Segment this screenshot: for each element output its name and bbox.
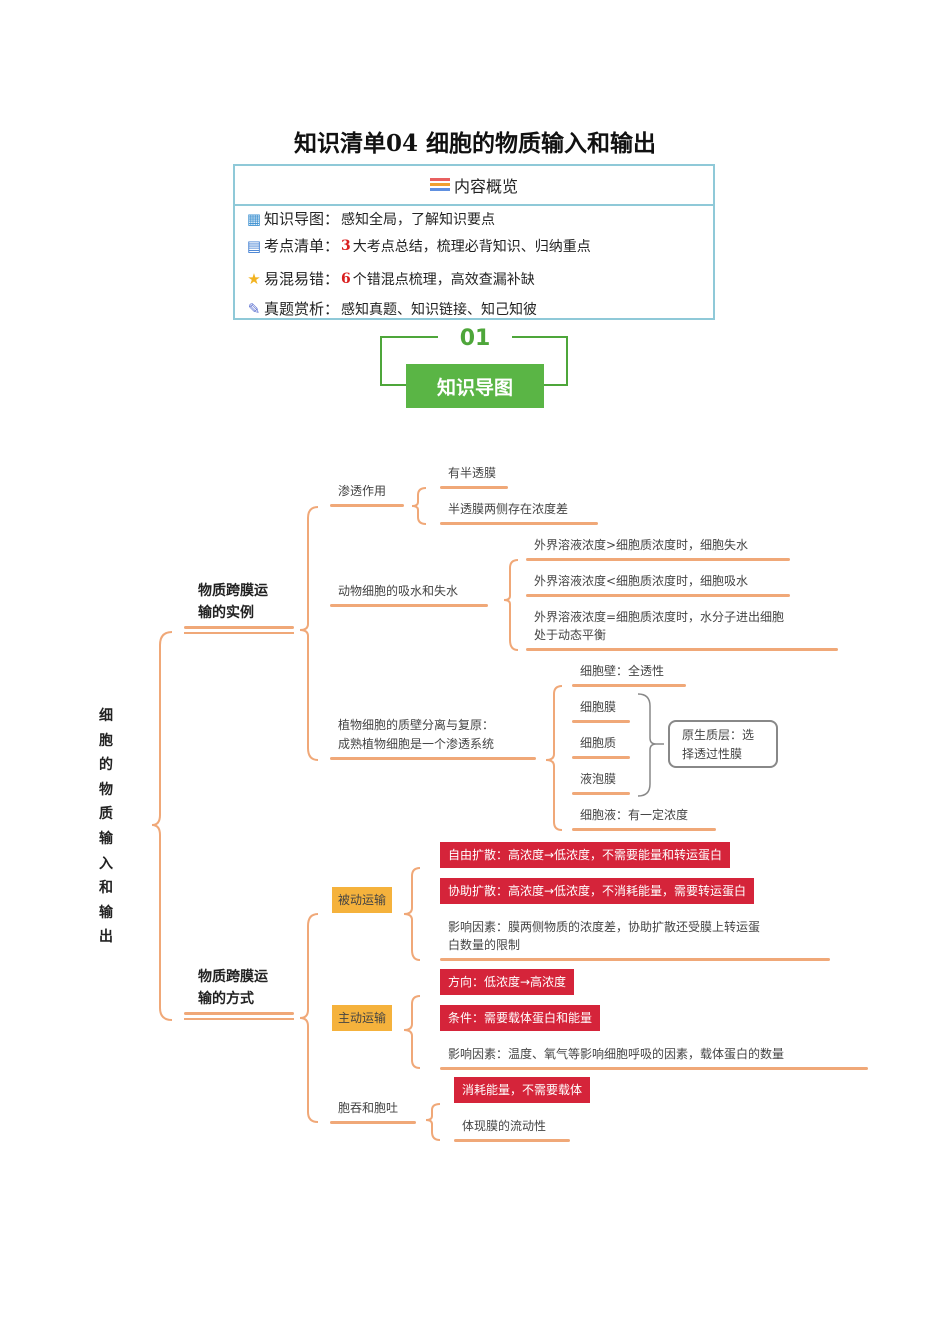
underline (184, 632, 294, 634)
branch1-bracket (299, 506, 319, 761)
mindmap-root: 细胞的物质输入和输出 (99, 708, 113, 946)
endo-label: 胞吞和胞吐 (338, 1101, 399, 1115)
section-number: 01 (459, 326, 491, 351)
active-item: 方向：低浓度→高浓度 (440, 969, 575, 995)
protoplast-bracket (637, 693, 657, 797)
map-icon: ▦ (246, 209, 262, 228)
overview-box: 内容概览 ▦ 知识导图： 感知全局，了解知识要点 ▤ 考点清单： 3 大考点总结… (233, 164, 715, 320)
osmosis-item: 有半透膜 (448, 466, 497, 480)
osmosis-label: 渗透作用 (338, 484, 387, 498)
section-label: 知识导图 (406, 364, 544, 408)
underline (184, 1018, 294, 1020)
endo-item: 消耗能量，不需要载体 (454, 1077, 591, 1103)
pencil-icon: ✎ (247, 299, 261, 318)
underline (440, 1067, 868, 1070)
plant-item: 细胞膜 (580, 700, 617, 714)
underline (572, 684, 686, 687)
underline (526, 558, 790, 561)
branch1-label-line2: 输的实例 (198, 605, 254, 621)
underline (440, 958, 830, 961)
branch1-label-line1: 物质跨膜运 (198, 583, 268, 599)
underline (572, 792, 630, 795)
passive-bracket (403, 867, 421, 961)
overview-label: 知识导图： (264, 210, 340, 228)
overview-heading: 内容概览 (453, 177, 518, 196)
plant-item: 细胞质 (580, 736, 617, 750)
overview-label: 考点清单： (264, 237, 340, 255)
plant-label-line2: 成熟植物细胞是一个渗透系统 (338, 737, 495, 751)
overview-count: 3 (341, 237, 351, 254)
underline (572, 828, 716, 831)
root-bracket (151, 631, 173, 1021)
overview-count: 6 (341, 270, 351, 287)
overview-desc: 感知全局，了解知识要点 (341, 211, 496, 228)
underline (526, 648, 838, 651)
overview-desc: 个错混点梳理，高效查漏补缺 (352, 271, 535, 288)
branch2-label-line2: 输的方式 (198, 991, 254, 1007)
underline (330, 504, 404, 507)
endo-bracket (425, 1103, 441, 1141)
passive-item: 自由扩散：高浓度→低浓度，不需要能量和转运蛋白 (440, 842, 731, 868)
underline (526, 594, 790, 597)
osmosis-item: 半透膜两侧存在浓度差 (448, 502, 569, 516)
plant-item: 液泡膜 (580, 772, 617, 786)
underline (184, 1012, 294, 1015)
page-title: 知识清单04 细胞的物质输入和输出 (293, 130, 656, 157)
overview-desc: 大考点总结，梳理必背知识、归纳重点 (352, 238, 591, 255)
underline (572, 756, 630, 759)
overview-row-mistakes: ★ 易混易错： 6 个错混点梳理，高效查漏补缺 (245, 268, 535, 289)
overview-row-mindmap: ▦ 知识导图： 感知全局，了解知识要点 (245, 208, 495, 229)
animal-item: 外界溶液浓度<细胞质浓度时，细胞吸水 (534, 574, 749, 588)
endo-item: 体现膜的流动性 (462, 1119, 547, 1133)
active-label: 主动运输 (332, 1005, 393, 1031)
plant-item: 细胞液：有一定浓度 (580, 808, 689, 822)
overview-header: 内容概览 (235, 166, 713, 206)
active-item: 条件：需要载体蛋白和能量 (440, 1005, 601, 1031)
underline (440, 522, 598, 525)
branch2-bracket (299, 913, 319, 1123)
animal-bracket (503, 559, 519, 651)
active-bracket (403, 995, 421, 1069)
star-icon: ★ (247, 269, 261, 288)
plant-item: 细胞壁：全透性 (580, 664, 665, 678)
section-frame-line (512, 336, 568, 338)
animal-label: 动物细胞的吸水和失水 (338, 584, 459, 598)
underline (330, 1121, 416, 1124)
protoplast-line1: 原生质层：选 (682, 728, 755, 742)
overview-desc: 感知真题、知识链接、知己知彼 (341, 301, 538, 318)
active-item: 影响因素：温度、氧气等影响细胞呼吸的因素，载体蛋白的数量 (448, 1047, 785, 1061)
underline (330, 757, 536, 760)
branch2-label-line1: 物质跨膜运 (198, 969, 268, 985)
protoplast-box: 原生质层：选 择透过性膜 (668, 720, 778, 768)
osmosis-bracket (411, 487, 427, 525)
passive-item: 协助扩散：高浓度→低浓度，不消耗能量，需要转运蛋白 (440, 878, 755, 904)
plant-label-line1: 植物细胞的质壁分离与复原： (338, 718, 495, 732)
passive-label: 被动运输 (332, 887, 393, 913)
list-lines-icon (429, 178, 450, 192)
underline (572, 720, 630, 723)
animal-item: 处于动态平衡 (534, 628, 607, 642)
underline (330, 604, 488, 607)
overview-row-exam: ✎ 真题赏析： 感知真题、知识链接、知己知彼 (245, 298, 537, 319)
underline (184, 626, 294, 629)
book-icon: ▤ (246, 236, 262, 255)
protoplast-line2: 择透过性膜 (682, 747, 743, 761)
section-frame-line (380, 336, 438, 338)
passive-item: 影响因素：膜两侧物质的浓度差，协助扩散还受膜上转运蛋 (448, 920, 761, 934)
overview-row-checklist: ▤ 考点清单： 3 大考点总结，梳理必背知识、归纳重点 (245, 235, 591, 256)
overview-label: 真题赏析： (264, 300, 340, 318)
overview-label: 易混易错： (264, 270, 340, 288)
underline (454, 1139, 570, 1142)
underline (440, 486, 508, 489)
plant-bracket (545, 685, 563, 831)
passive-item: 白数量的限制 (448, 938, 521, 952)
animal-item: 外界溶液浓度>细胞质浓度时，细胞失水 (534, 538, 749, 552)
animal-item: 外界溶液浓度=细胞质浓度时，水分子进出细胞 (534, 610, 785, 624)
